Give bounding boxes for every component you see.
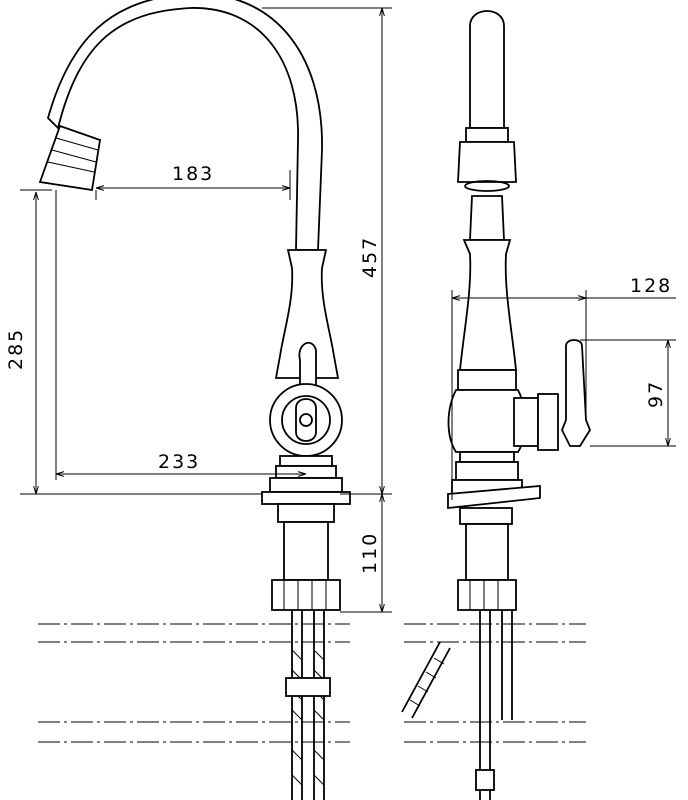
side-deck-plate	[447, 485, 541, 510]
front-spray-head	[38, 124, 102, 192]
front-hub	[269, 383, 343, 457]
front-shank	[283, 521, 329, 581]
side-spout	[469, 10, 505, 129]
dim-lever-reach: 128	[630, 275, 672, 297]
front-lever	[298, 341, 317, 391]
dim-lever-height: 97	[645, 380, 667, 408]
front-spout	[46, 0, 323, 251]
dim-shank-length: 110	[359, 532, 381, 574]
front-body-neck	[274, 249, 340, 379]
side-spray-head	[457, 141, 517, 183]
side-body-neck	[469, 195, 505, 241]
dim-spout-height: 285	[5, 328, 27, 370]
side-view	[401, 10, 592, 800]
side-cartridge	[513, 397, 539, 447]
front-hoses	[285, 610, 331, 800]
side-nut	[457, 579, 517, 611]
front-collar	[279, 455, 333, 467]
front-nut	[271, 579, 341, 611]
front-view	[38, 0, 351, 800]
dim-base-to-spout: 233	[158, 451, 200, 473]
dimension-lines	[20, 7, 676, 613]
dim-spout-reach: 183	[172, 163, 214, 185]
side-hoses	[401, 610, 513, 800]
side-lever	[561, 339, 592, 447]
front-deck-plate	[261, 491, 351, 505]
dim-total-height: 457	[359, 236, 381, 278]
side-shank	[465, 523, 509, 581]
